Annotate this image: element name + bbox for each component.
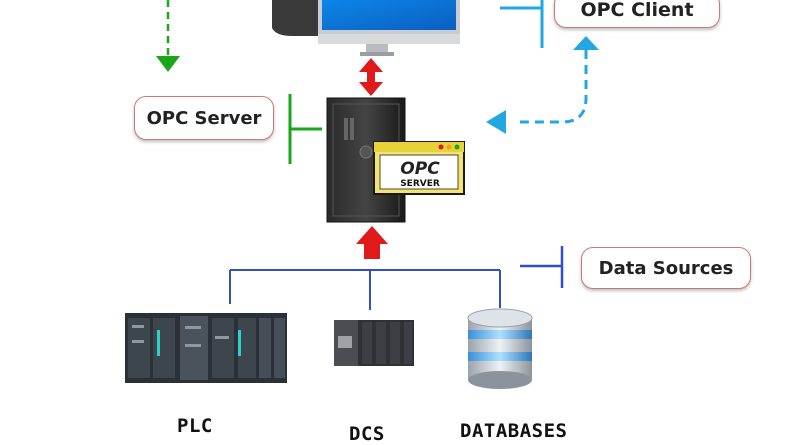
opc-server-bracket (288, 94, 322, 164)
red-bidirectional-arrow (359, 58, 383, 96)
dcs-unit-icon (334, 320, 414, 366)
opc-server-badge: OPC SERVER (373, 141, 465, 195)
opc-server-label: OPC Server (134, 96, 274, 140)
databases-label: DATABASES (460, 420, 568, 442)
plc-label: PLC (177, 415, 213, 437)
opc-client-bracket (500, 0, 544, 48)
opc-client-label: OPC Client (554, 0, 720, 28)
monitor-icon (272, 0, 460, 56)
opc-logo-text: OPC (400, 159, 440, 179)
server-badge-text: SERVER (400, 179, 440, 189)
data-source-bus (229, 269, 501, 310)
data-sources-label: Data Sources (581, 247, 751, 289)
dcs-label: DCS (349, 423, 385, 445)
plc-rack-icon (125, 313, 287, 383)
database-stack-icon (467, 308, 533, 389)
red-up-arrow (356, 226, 388, 259)
data-sources-bracket (520, 246, 564, 288)
blue-dashed-return-arrow (486, 36, 599, 134)
green-dashed-arrow (156, 0, 180, 72)
